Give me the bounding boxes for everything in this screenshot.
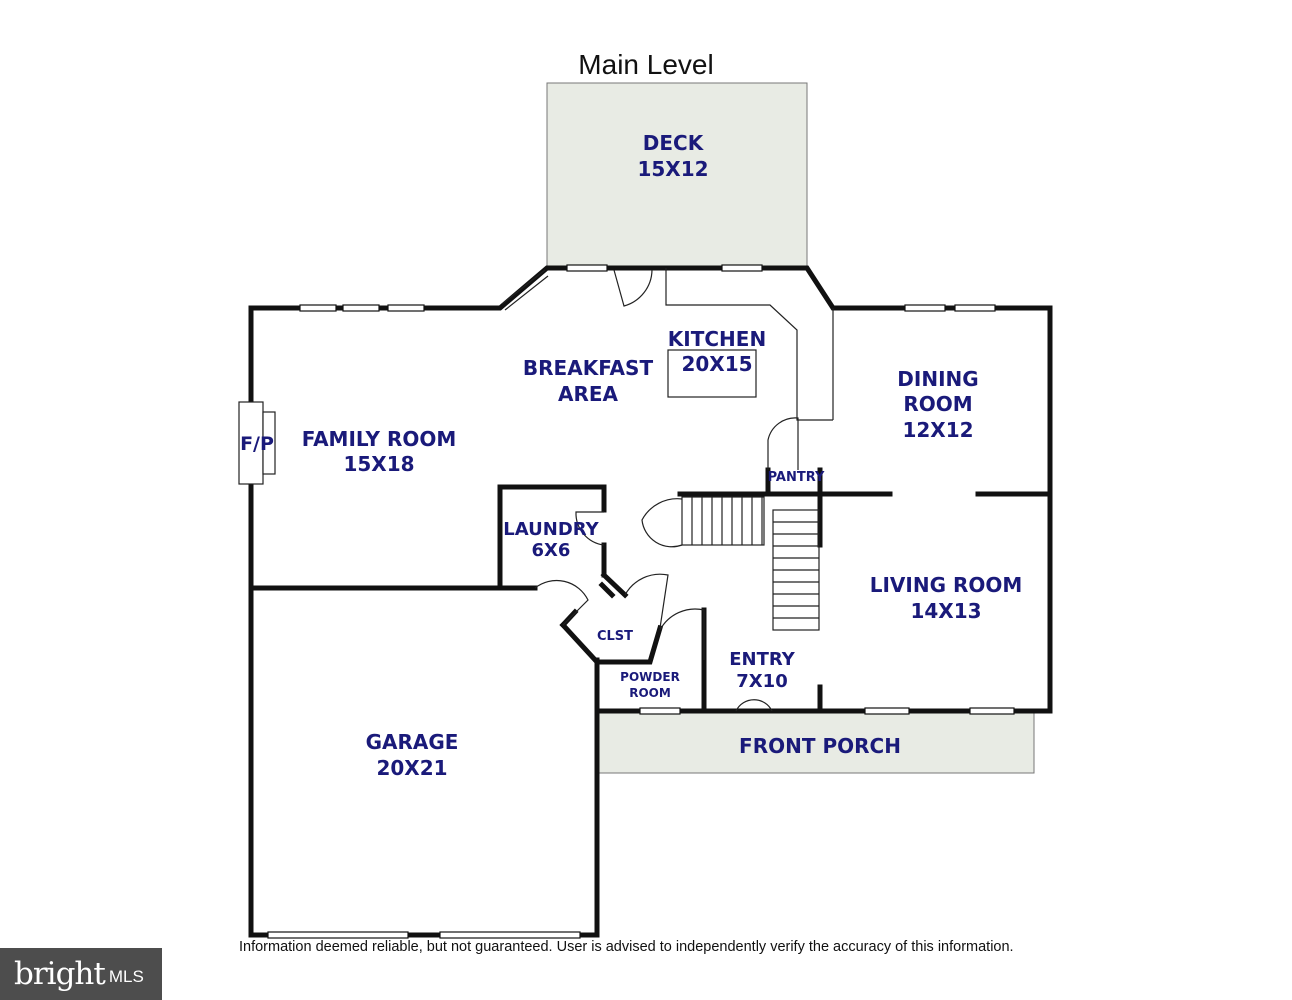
breakfast-label-2: AREA	[558, 382, 619, 406]
disclaimer-text: Information deemed reliable, but not gua…	[239, 939, 1014, 955]
fireplace	[238, 401, 276, 485]
logo-brand: bright	[14, 956, 106, 992]
garage-dims: 20X21	[376, 756, 447, 780]
dining-label: DINING	[897, 367, 978, 391]
closet-label: CLST	[597, 629, 633, 644]
family-room-dims: 15X18	[343, 452, 414, 476]
dining-label-2: ROOM	[903, 392, 972, 416]
powder-room-label: POWDER	[620, 670, 680, 684]
garage-label: GARAGE	[366, 730, 459, 754]
living-room-dims: 14X13	[910, 599, 981, 623]
entry-dims: 7X10	[736, 671, 787, 692]
dining-dims: 12X12	[902, 418, 973, 442]
deck-dims: 15X12	[637, 157, 708, 181]
living-room-label: LIVING ROOM	[870, 573, 1023, 597]
laundry-label: LAUNDRY	[503, 519, 599, 540]
breakfast-label: BREAKFAST	[523, 356, 654, 380]
interior-walls	[248, 467, 1053, 714]
deck-label: DECK	[643, 131, 705, 155]
plan-title: Main Level	[578, 49, 713, 80]
doors	[501, 269, 799, 712]
kitchen-island	[667, 349, 757, 398]
pantry-label: PANTRY	[768, 470, 825, 485]
stairs	[681, 496, 820, 631]
entry-label: ENTRY	[729, 649, 796, 670]
windows	[267, 264, 1015, 939]
fireplace-label: F/P	[240, 433, 274, 455]
kitchen-dims: 20X15	[681, 352, 752, 376]
deck-area	[546, 82, 808, 269]
laundry-dims: 6X6	[532, 540, 571, 561]
kitchen-counters	[665, 268, 834, 421]
logo-suffix: MLS	[108, 967, 144, 986]
kitchen-label: KITCHEN	[668, 327, 766, 351]
powder-room-label-2: ROOM	[629, 686, 671, 700]
room-labels: DECK 15X12 KITCHEN 20X15 BREAKFAST AREA …	[240, 131, 1022, 780]
bright-mls-logo: bright MLS	[0, 948, 162, 1000]
front-porch-area	[596, 710, 1035, 774]
front-porch-label: FRONT PORCH	[739, 734, 901, 758]
family-room-label: FAMILY ROOM	[302, 427, 457, 451]
